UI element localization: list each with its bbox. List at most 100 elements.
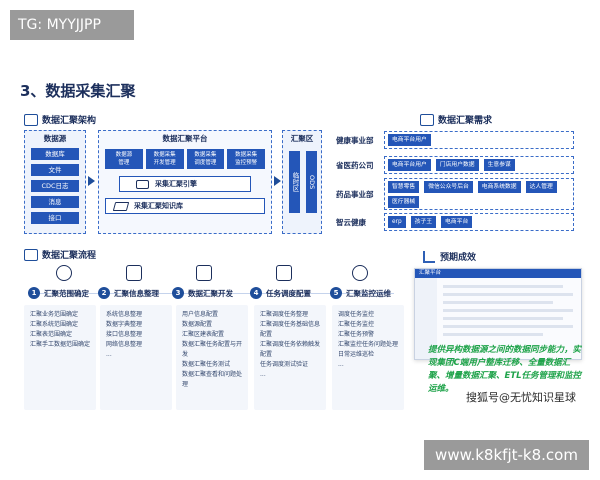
data-source-item: 接口 (31, 212, 79, 224)
req-box: 孩子王 (410, 216, 437, 228)
step-detail-list: 调度任务监控 汇聚任务监控 汇聚任务预警 汇聚监控任务问题处理 日常运维巡检 .… (332, 305, 404, 410)
req-box: 电商平台用户 (388, 134, 431, 146)
req-row: 省医药公司 电商平台用户 门店用户数据 生意参谋 (336, 155, 574, 175)
data-source-item: CDC日志 (31, 180, 79, 192)
screenshot-title: 汇聚平台 (415, 269, 581, 278)
temp-zone-bar: 临时区 (289, 151, 300, 213)
tg-tag: TG: MYYJJPP (10, 10, 134, 40)
flow-step: 1 汇聚范围确定 (28, 287, 89, 299)
req-row-label: 药品事业部 (336, 189, 374, 199)
ods-bar: ODS (306, 151, 317, 213)
step-detail-list: 系统信息整理 数据字典整理 接口信息整理 网络信息整理 ... (100, 305, 172, 410)
list-item: 系统信息整理 (106, 311, 143, 318)
list-item: 用户信息配置 (182, 311, 219, 318)
list-item: 调度任务监控 (338, 311, 375, 318)
step-number: 4 (250, 287, 262, 299)
list-item: ... (106, 351, 112, 358)
req-row-label: 智云健康 (336, 217, 366, 227)
req-box: 电商系统数据 (477, 180, 521, 193)
list-item: 汇聚任务监控 (338, 321, 375, 328)
flow-timeline (34, 293, 394, 294)
req-box: 达人管理 (525, 180, 557, 193)
flow-heading-label: 数据汇聚流程 (42, 251, 97, 261)
list-item: 汇聚业务范围确定 (30, 311, 79, 318)
list-item: 数据字典整理 (106, 321, 143, 328)
step-label: 汇聚范围确定 (44, 288, 89, 298)
site-watermark: www.k8kfjt-k8.com (424, 440, 589, 470)
arch-heading: 数据汇聚架构 (24, 113, 96, 126)
req-box: 门店用户数据 (435, 159, 479, 171)
screenshot-line (443, 309, 573, 312)
platform-header: 数据汇聚平台 (162, 134, 208, 143)
camera-icon (352, 265, 368, 281)
data-source-column: 数据源 数据库 文件 CDC日志 消息 接口 (24, 130, 86, 234)
screenshot-line (443, 293, 573, 296)
list-item: 汇聚手工数据范围确定 (30, 341, 91, 348)
platform-screenshot: 汇聚平台 (414, 268, 582, 360)
list-item: 汇聚调度任务依赖触发配置 (260, 341, 321, 358)
screenshot-line (443, 325, 573, 328)
code-icon (196, 265, 212, 281)
data-source-item: 消息 (31, 196, 79, 208)
step-detail-list: 用户信息配置 数据源配置 汇聚区建表配置 数据汇聚任务配置与开发 数据汇聚任务测… (176, 305, 248, 410)
list-item: 数据汇聚任务配置与开发 (182, 341, 243, 358)
screenshot-line (443, 285, 563, 288)
flow-step: 2 汇聚信息整理 (98, 287, 159, 299)
architecture-icon (24, 113, 38, 126)
req-box: erp (388, 216, 406, 228)
step-label: 任务调度配置 (266, 288, 311, 298)
list-item: 汇聚区建表配置 (182, 331, 225, 338)
list-item: 网络信息整理 (106, 341, 143, 348)
step-number: 3 (172, 287, 184, 299)
compass-icon (56, 265, 72, 281)
req-row-label: 省医药公司 (336, 160, 374, 170)
step-number: 2 (98, 287, 110, 299)
step-number: 5 (330, 287, 342, 299)
hub-header: 汇聚区 (290, 134, 314, 143)
list-item: ... (260, 371, 266, 378)
flow-heading: 数据汇聚流程 (24, 248, 96, 261)
list-item: 任务调度测试验证 (260, 361, 309, 368)
req-box: 微信公众号后台 (424, 180, 473, 193)
platform-box: 数据汇聚平台 数据源管理 数据采集开发管理 数据采集调度管理 数据采集监控预警 … (98, 130, 272, 234)
platform-module: 数据采集调度管理 (186, 149, 225, 169)
list-item: 汇聚系统范围确定 (30, 321, 79, 328)
knowledge-base-box: 采集汇聚知识库 (105, 198, 265, 214)
platform-module: 数据采集监控预警 (227, 149, 265, 169)
step-label: 汇聚监控运维 (346, 288, 391, 298)
sohu-watermark: 搜狐号@无忧知识星球 (466, 391, 576, 404)
req-heading: 数据汇聚需求 (420, 113, 492, 126)
page-title: 3、数据采集汇聚 (20, 82, 136, 100)
list-item: 接口信息整理 (106, 331, 143, 338)
schedule-icon (276, 265, 292, 281)
data-source-item: 数据库 (31, 148, 79, 160)
kb-label: 采集汇聚知识库 (134, 202, 183, 210)
req-row: 智云健康 erp 孩子王 电商平台 (336, 212, 574, 232)
list-item: 汇聚调度任务整理 (260, 311, 309, 318)
data-source-header: 数据源 (43, 134, 67, 143)
arrow-right-icon (274, 176, 281, 186)
summary-text: 提供异构数据源之间的数据同步能力，实现集团C端用户整库迁移、全量数据汇聚、增量数… (428, 345, 582, 394)
req-box: 智慧零售 (388, 180, 420, 193)
screenshot-line (443, 301, 553, 304)
list-item: 日常运维巡检 (338, 351, 375, 358)
platform-module: 数据源管理 (105, 149, 143, 169)
architecture-panel: 数据源 数据库 文件 CDC日志 消息 接口 数据汇聚平台 数据源管理 数据采集… (24, 130, 322, 234)
screenshot-line (443, 333, 543, 336)
list-item: 数据源配置 (182, 321, 213, 328)
list-item: 汇聚表范围确定 (30, 331, 73, 338)
req-box: 电商平台 (441, 216, 473, 228)
step-detail-list: 汇聚调度任务整理 汇聚调度任务基础信息配置 汇聚调度任务依赖触发配置 任务调度测… (254, 305, 326, 410)
req-heading-label: 数据汇聚需求 (438, 116, 493, 126)
hub-box: 汇聚区 临时区 ODS (282, 130, 322, 234)
engine-label: 采集汇聚引擎 (155, 180, 197, 188)
flow-step: 4 任务调度配置 (250, 287, 311, 299)
req-row-label: 健康事业部 (336, 135, 374, 145)
engine-icon (136, 179, 149, 189)
list-item: ... (338, 361, 344, 368)
req-box: 电商平台用户 (388, 159, 431, 171)
book-icon (112, 201, 130, 211)
requirements-panel: 健康事业部 电商平台用户 省医药公司 电商平台用户 门店用户数据 生意参谋 药品… (336, 130, 574, 232)
list-item: 数据汇聚任务测试 (182, 361, 231, 368)
requirement-icon (420, 113, 434, 126)
